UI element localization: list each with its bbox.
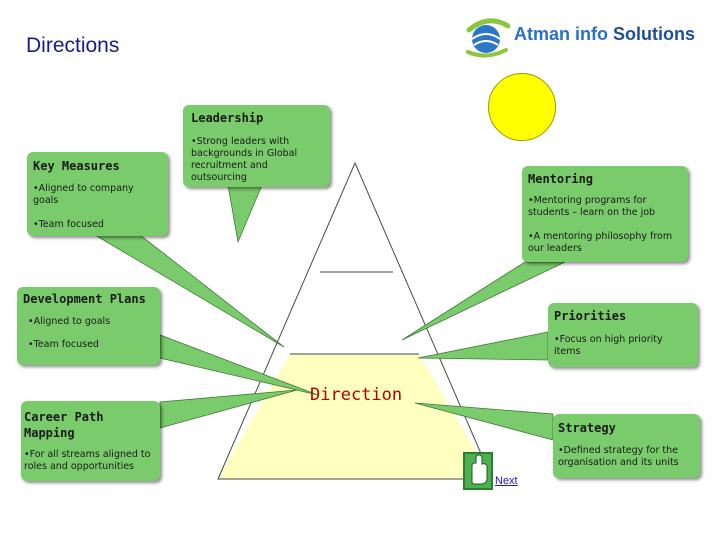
- globe-icon: [466, 18, 511, 58]
- key-measures-title: Key Measures: [33, 159, 120, 173]
- mentoring-bullet-1: •Mentoring programs for students – learn…: [528, 195, 656, 218]
- leadership-title: Leadership: [191, 111, 264, 125]
- development-plans-bullet-1: •Aligned to goals: [28, 316, 111, 327]
- logo-text: Atman info Solutions: [514, 24, 695, 45]
- career-path-pointer: [159, 389, 298, 429]
- mentoring-box: Mentoring •Mentoring programs for studen…: [522, 166, 688, 262]
- mentoring-title: Mentoring: [528, 172, 594, 186]
- next-link-label[interactable]: Next: [495, 475, 518, 487]
- strategy-title: Strategy: [558, 421, 616, 435]
- strategy-text: •Defined strategy for the organisation a…: [558, 445, 679, 468]
- career-path-text: •For all streams aligned to roles and op…: [24, 449, 151, 472]
- key-measures-bullet-2: •Team focused: [33, 219, 104, 230]
- logo-text-solutions: Solutions: [613, 24, 695, 44]
- mentoring-bullet-2: •A mentoring philosophy from our leaders: [528, 231, 673, 254]
- development-plans-title: Development Plans: [23, 292, 146, 306]
- logo-text-atman: Atman info: [514, 24, 613, 44]
- priorities-pointer: [417, 331, 549, 361]
- leadership-box: Leadership •Strong leaders with backgrou…: [183, 105, 330, 187]
- priorities-text: •Focus on high priority items: [554, 334, 663, 357]
- priorities-box: Priorities •Focus on high priority items: [548, 303, 698, 367]
- next-link[interactable]: Next: [463, 452, 525, 490]
- pyramid-outline: [217, 161, 493, 480]
- career-path-title: Career Path Mapping: [24, 410, 104, 440]
- key-measures-bullet-1: •Aligned to company goals: [33, 183, 134, 206]
- company-logo: Atman info Solutions: [466, 12, 710, 62]
- development-plans-box: Development Plans •Aligned to goals •Tea…: [17, 287, 160, 365]
- sun-circle: [488, 73, 556, 141]
- career-path-box: Career Path Mapping •For all streams ali…: [21, 401, 160, 481]
- strategy-box: Strategy •Defined strategy for the organ…: [553, 414, 700, 478]
- mentoring-pointer: [401, 261, 566, 341]
- priorities-title: Priorities: [554, 309, 627, 323]
- next-hand-icon[interactable]: [463, 452, 493, 490]
- key-measures-box: Key Measures •Aligned to company goals •…: [27, 152, 168, 236]
- development-plans-bullet-2: •Team focused: [28, 339, 99, 350]
- development-plans-pointer: [159, 334, 319, 396]
- leadership-pointer: [227, 184, 263, 244]
- page-title: Directions: [26, 34, 120, 57]
- direction-label: Direction: [310, 385, 403, 405]
- leadership-text: •Strong leaders with backgrounds in Glob…: [191, 136, 298, 183]
